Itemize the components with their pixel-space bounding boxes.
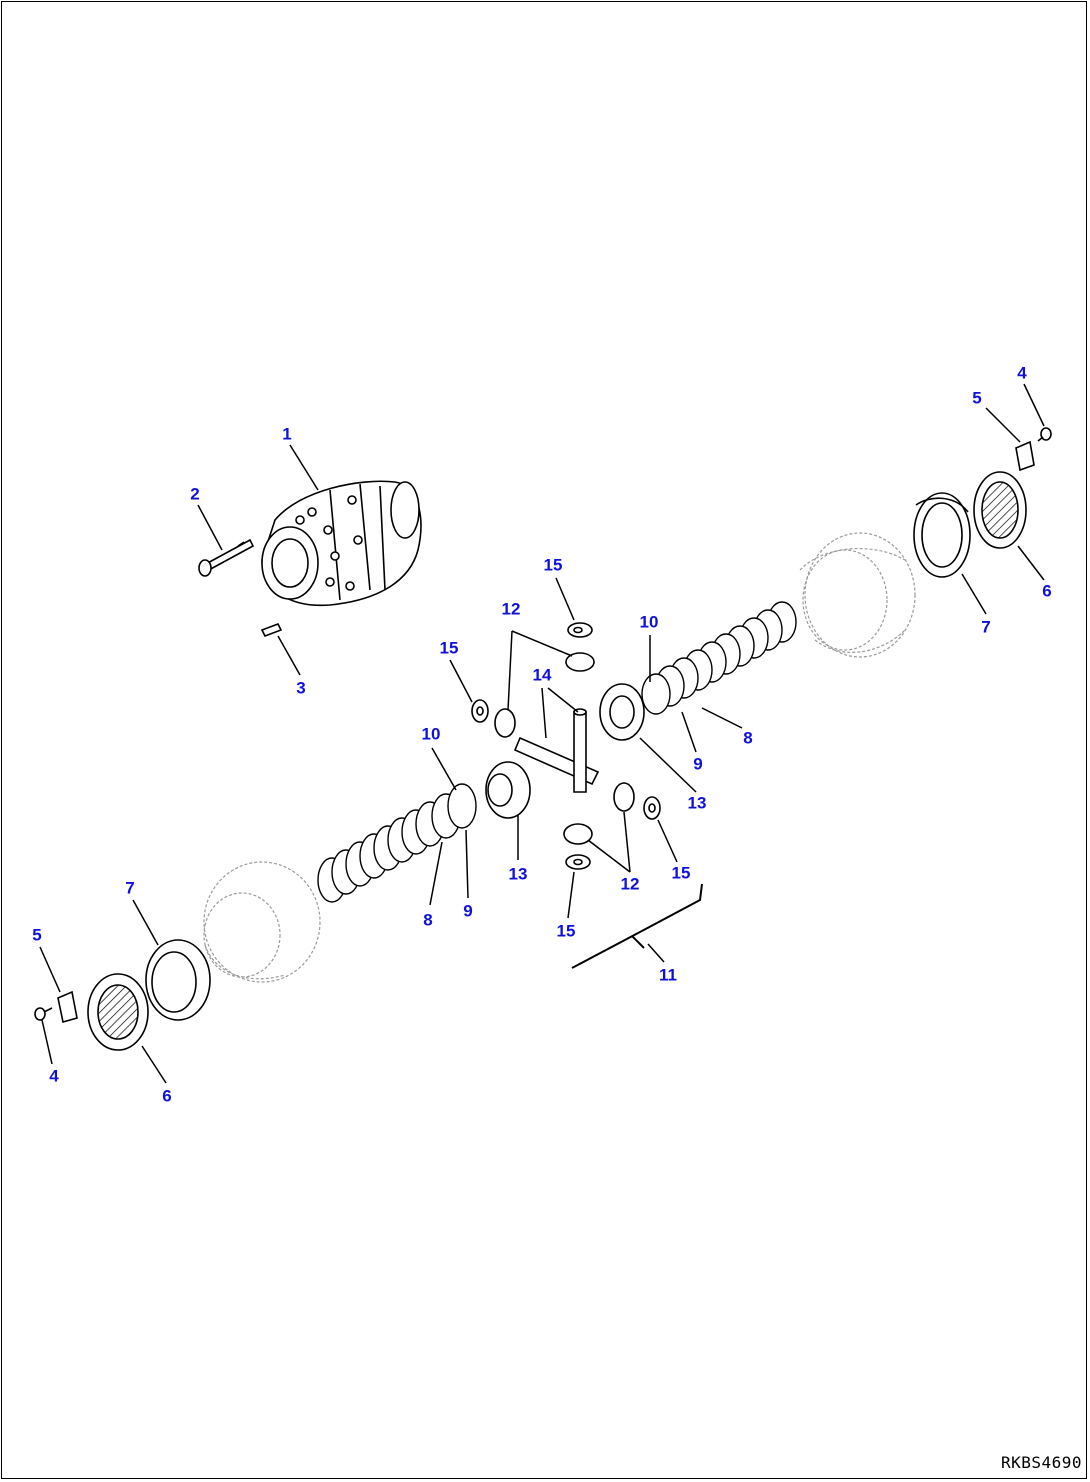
- callout-10-right: 10: [639, 612, 659, 632]
- drawing-code: RKBS4690: [1000, 1453, 1082, 1472]
- callout-9-left: 9: [463, 901, 473, 921]
- leader-lines: [39, 383, 1045, 1084]
- callout-7-right: 7: [981, 617, 991, 637]
- callout-12-bottom: 12: [620, 874, 640, 894]
- callout-4-right: 4: [1017, 363, 1027, 383]
- right-lock-part: [1015, 440, 1035, 472]
- left-disc-stack: [317, 783, 477, 903]
- callout-3: 3: [296, 678, 306, 698]
- left-side-gear-part: [485, 761, 531, 819]
- callout-4-left: 4: [49, 1066, 59, 1086]
- callout-13-right: 13: [687, 793, 707, 813]
- right-housing-ghost: [799, 532, 916, 658]
- left-lock-part: [57, 990, 78, 1024]
- left-nut-part: [87, 973, 149, 1051]
- right-side-gear-part: [599, 683, 645, 741]
- callout-1: 1: [282, 424, 292, 444]
- pinion-shaft-part: [513, 708, 600, 793]
- callout-10-left: 10: [421, 724, 441, 744]
- callout-12-top: 12: [501, 599, 521, 619]
- left-lockbolt-part: [34, 1007, 53, 1021]
- callout-6-left: 6: [162, 1086, 172, 1106]
- leader-14: [541, 687, 579, 739]
- assembly-bracket: [571, 883, 703, 969]
- callout-5-right: 5: [972, 388, 982, 408]
- callout-15-top: 15: [543, 555, 563, 575]
- right-disc-stack: [641, 601, 797, 715]
- callout-11: 11: [659, 965, 677, 985]
- callout-15-left: 15: [439, 638, 459, 658]
- thrust-washer-parts: [471, 622, 661, 870]
- pinion-gear-parts: [494, 652, 635, 845]
- callout-13-left: 13: [508, 864, 528, 884]
- callout-8-right: 8: [743, 728, 753, 748]
- callout-7-left: 7: [125, 878, 135, 898]
- callout-5-left: 5: [32, 925, 42, 945]
- callout-8-left: 8: [423, 910, 433, 930]
- pin-part: [260, 622, 283, 638]
- callout-6-right: 6: [1042, 581, 1052, 601]
- callout-15-bottom: 15: [556, 921, 576, 941]
- right-nut-part: [973, 471, 1027, 549]
- left-bearing-part: [145, 939, 211, 1021]
- differential-case-part: [261, 480, 422, 607]
- callout-14: 14: [532, 665, 552, 685]
- right-lockbolt-part: [1037, 427, 1052, 442]
- callout-2: 2: [190, 484, 200, 504]
- bolt-part: [198, 538, 255, 577]
- callout-15-right: 15: [671, 863, 691, 883]
- left-housing-ghost: [203, 861, 321, 983]
- right-bearing-part: [913, 492, 971, 578]
- callout-9-right: 9: [693, 754, 703, 774]
